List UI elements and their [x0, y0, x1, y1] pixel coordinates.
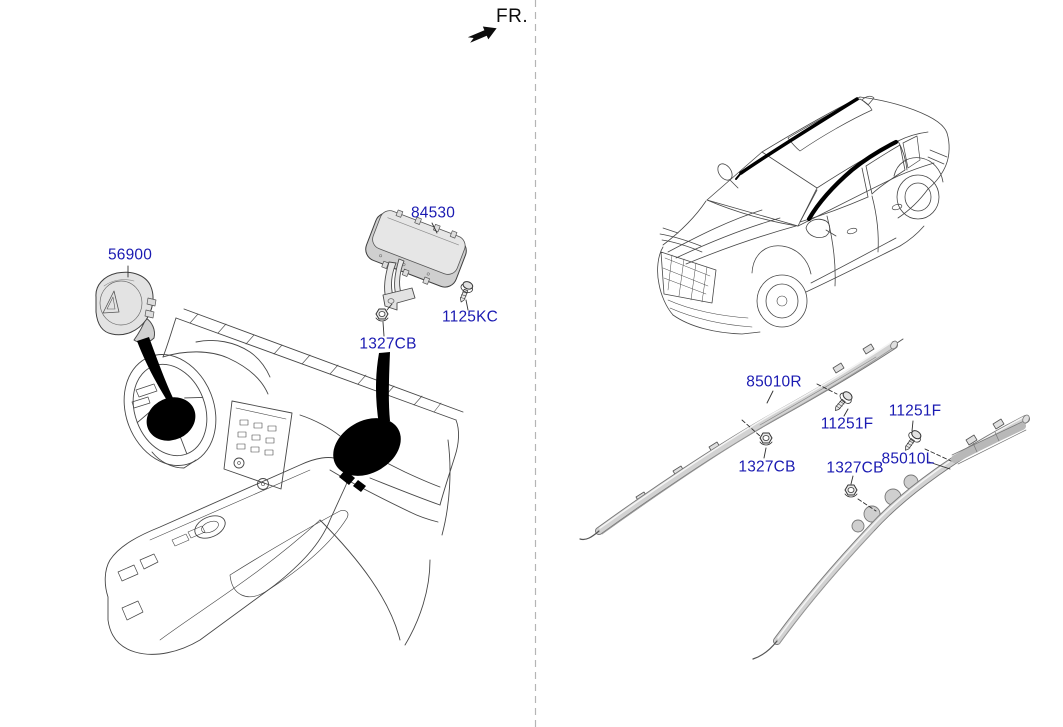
nut-icon — [759, 432, 773, 446]
callout-85010L[interactable]: 85010L — [881, 450, 935, 468]
bolt-icon — [460, 281, 474, 303]
callout-1125KC[interactable]: 1125KC — [441, 308, 499, 326]
nut-icon — [375, 308, 389, 322]
fr-direction-arrow-icon — [467, 26, 497, 43]
right-panel-art — [579, 95, 1030, 660]
driver-airbag-location-marker — [137, 337, 196, 441]
dashboard-drawing — [104, 308, 464, 655]
left-leader-lines — [127, 222, 469, 337]
callout-1327CB-B[interactable]: 1327CB — [826, 459, 884, 477]
passenger-airbag-location-marker — [333, 352, 401, 492]
nut-icon — [844, 484, 858, 498]
curtain-airbag-left-drawing — [752, 414, 1030, 660]
fr-direction-label: FR. — [496, 6, 529, 27]
vehicle-drawing — [657, 95, 950, 335]
callout-84530[interactable]: 84530 — [410, 204, 456, 222]
callout-1327CB-A[interactable]: 1327CB — [738, 458, 796, 476]
left-panel-art — [95, 209, 474, 655]
callout-11251F-B[interactable]: 11251F — [888, 402, 942, 420]
callout-11251F-A[interactable]: 11251F — [820, 415, 874, 433]
right-leader-lines — [741, 383, 952, 512]
passenger-airbag-module-drawing — [365, 209, 467, 311]
roof-curtain-airbag-strips — [735, 97, 899, 222]
curtain-airbag-right-drawing — [579, 338, 904, 541]
bolt-icon — [835, 391, 853, 411]
callout-85010R[interactable]: 85010R — [746, 373, 802, 391]
bolt-icon — [905, 430, 922, 451]
callout-1327CB-L[interactable]: 1327CB — [359, 335, 417, 353]
driver-airbag-module-drawing — [95, 271, 157, 344]
center-console-drawing — [104, 457, 349, 655]
callout-56900[interactable]: 56900 — [107, 246, 153, 264]
